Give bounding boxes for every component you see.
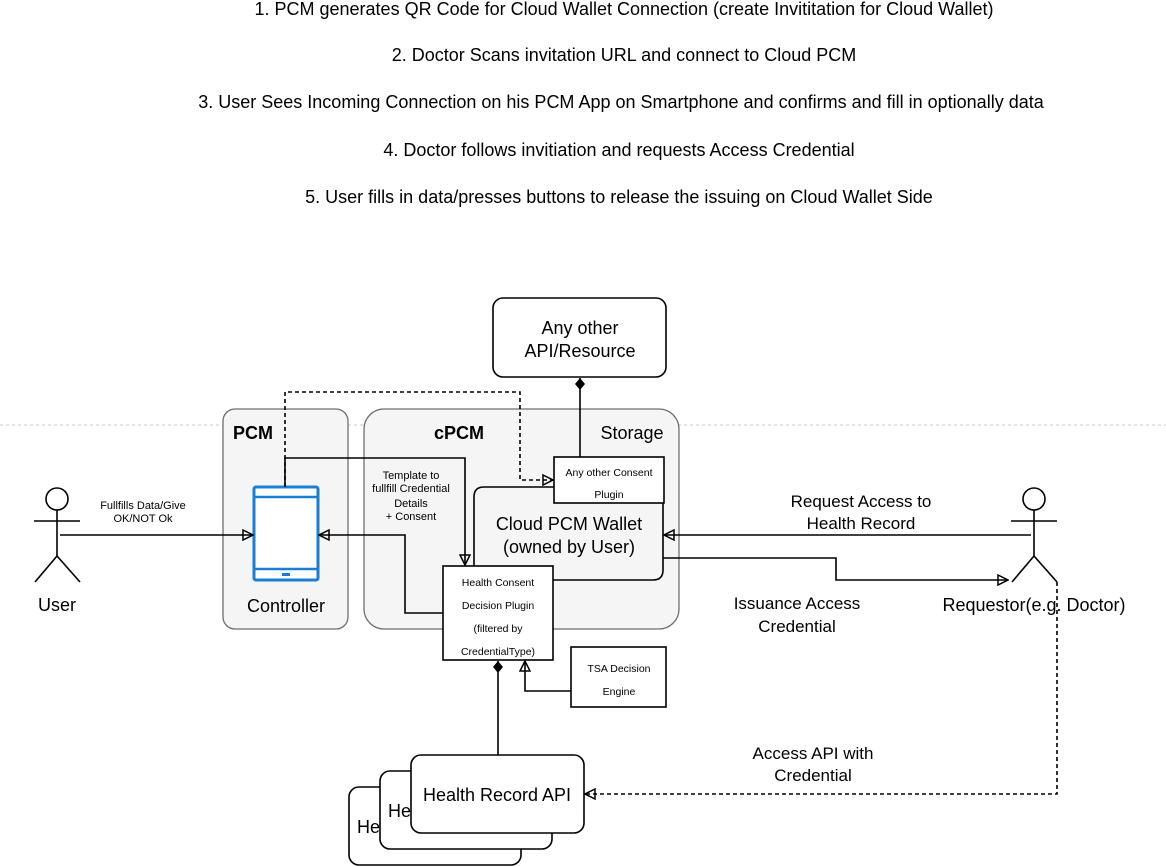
template-label-line1: Template to bbox=[383, 470, 440, 482]
health-record-back1-label: He bbox=[388, 801, 411, 821]
tsa-line1: TSA Decision bbox=[587, 663, 650, 675]
step-3: 3. User Sees Incoming Connection on his … bbox=[198, 92, 1044, 112]
tsa-line2: Engine bbox=[603, 686, 636, 698]
request-access-line2: Health Record bbox=[807, 514, 916, 533]
health-consent-line2: Decision Plugin bbox=[462, 600, 535, 612]
edge-tsa-to-health-consent bbox=[525, 661, 571, 692]
fulfills-label-line1: Fullfills Data/Give bbox=[100, 500, 186, 512]
edge-issuance bbox=[663, 557, 1008, 580]
any-other-consent-line1: Any other Consent bbox=[566, 467, 653, 479]
user-actor-icon bbox=[34, 487, 81, 583]
edge-health-consent-to-controller bbox=[319, 535, 443, 614]
cpcm-title: cPCM bbox=[434, 423, 484, 443]
pcm-title: PCM bbox=[233, 423, 273, 443]
health-consent-box bbox=[442, 565, 554, 661]
access-api-line2: Credential bbox=[774, 766, 852, 785]
storage-label: Storage bbox=[600, 423, 663, 443]
cloud-wallet-line2: (owned by User) bbox=[503, 537, 635, 557]
template-label-line2: fullfill Credential bbox=[372, 483, 450, 495]
template-label-line3: Details bbox=[394, 498, 428, 510]
health-consent-line3: (filtered by bbox=[473, 623, 523, 635]
smartphone-icon bbox=[252, 485, 320, 582]
any-other-consent-box bbox=[553, 456, 665, 504]
any-other-api-line2: API/Resource bbox=[524, 341, 635, 361]
user-label: User bbox=[38, 595, 76, 615]
cloud-wallet-shape-right bbox=[552, 473, 664, 581]
access-api-line1: Access API with bbox=[753, 744, 874, 763]
step-4: 4. Doctor follows invitiation and reques… bbox=[383, 140, 854, 160]
request-access-line1: Request Access to bbox=[791, 492, 932, 511]
step-1: 1. PCM generates QR Code for Cloud Walle… bbox=[255, 0, 994, 19]
health-record-back2-label: He bbox=[357, 817, 380, 837]
any-other-api-line1: Any other bbox=[541, 318, 618, 338]
cloud-wallet-shape bbox=[473, 486, 554, 566]
health-record-api-label: Health Record API bbox=[423, 785, 571, 805]
step-2: 2. Doctor Scans invitation URL and conne… bbox=[392, 45, 857, 65]
fulfills-label-line2: OK/NOT Ok bbox=[113, 513, 173, 525]
requestor-label: Requestor(e.g. Doctor) bbox=[942, 595, 1125, 615]
requestor-actor-icon bbox=[1011, 487, 1058, 583]
tsa-box bbox=[570, 646, 667, 708]
cloud-wallet-line1: Cloud PCM Wallet bbox=[496, 514, 642, 534]
issuance-line2: Credential bbox=[758, 617, 836, 636]
health-consent-line1: Health Consent bbox=[462, 577, 534, 589]
any-other-consent-line2: Plugin bbox=[594, 489, 623, 501]
edge-access-api bbox=[585, 582, 1058, 794]
edge-dashed-controller-to-consent bbox=[284, 391, 553, 487]
health-consent-line4: CredentialType) bbox=[461, 646, 535, 658]
issuance-line1: Issuance Access bbox=[734, 594, 861, 613]
any-other-api-box bbox=[492, 297, 667, 378]
template-label-line4: + Consent bbox=[386, 511, 436, 523]
step-5: 5. User fills in data/presses buttons to… bbox=[305, 187, 933, 207]
controller-label: Controller bbox=[247, 596, 325, 616]
